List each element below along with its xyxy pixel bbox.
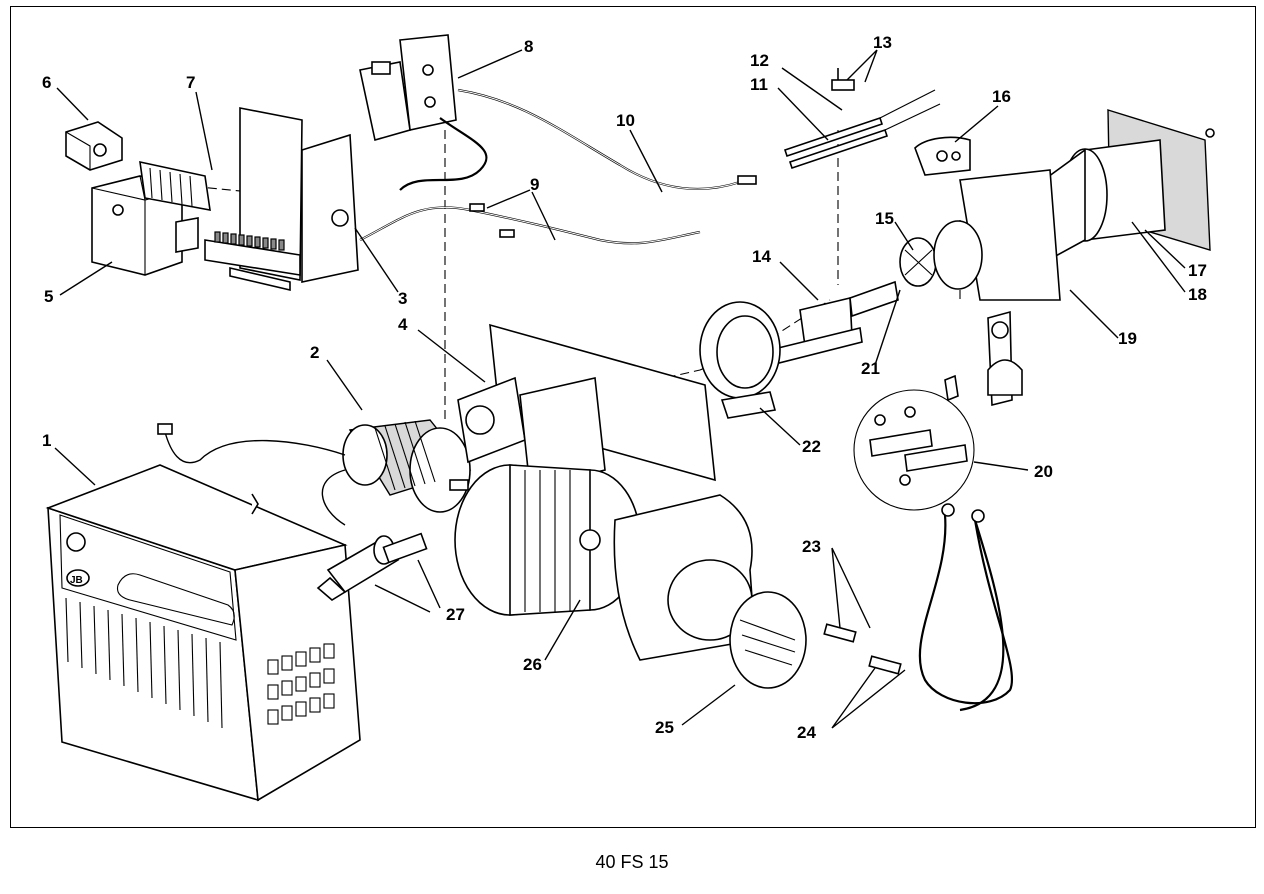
mounting-flange [699,301,781,419]
label-part-16: 16 [992,87,1011,106]
head-screw-set [914,136,971,176]
label-part-24: 24 [797,723,816,742]
part-labels: 1 2 3 4 5 6 7 8 9 10 11 12 13 14 15 16 1… [42,33,1207,742]
ignition-transformer [359,34,457,142]
ignition-leads [359,88,757,245]
diagram-frame [10,6,1256,828]
ignition-electrodes [783,89,941,170]
blast-tube [933,109,1215,301]
label-part-12: 12 [750,51,769,70]
capacitor [316,532,428,601]
model-caption: 40 FS 15 [595,852,669,872]
cover-logo: JB [70,575,83,586]
label-part-7: 7 [186,73,195,92]
fan-housing [457,323,716,489]
photocell [65,121,123,171]
blower-wheel [454,464,641,616]
label-part-5: 5 [44,287,53,306]
electrode-clamp [831,68,855,91]
label-part-20: 20 [1034,462,1053,481]
label-part-11: 11 [750,75,768,94]
control-base [139,160,211,211]
label-part-17: 17 [1188,261,1207,280]
label-part-4: 4 [398,315,408,334]
pump-fittings [987,310,1023,407]
nozzle-holder [768,280,899,365]
label-part-2: 2 [310,343,319,362]
detail-circle [853,374,975,511]
label-part-8: 8 [524,37,533,56]
label-part-22: 22 [802,437,821,456]
label-part-9: 9 [530,175,539,194]
label-part-18: 18 [1188,285,1207,304]
label-part-1: 1 [42,431,51,450]
motor [157,419,472,526]
label-part-13: 13 [873,33,892,52]
label-part-19: 19 [1118,329,1137,348]
burner-cover: JB [45,464,361,802]
leader-lines [54,49,1186,729]
control-board [204,107,359,292]
label-part-15: 15 [875,209,894,228]
label-part-23: 23 [802,537,821,556]
oil-hoses [823,503,1014,712]
air-inlet-housing [613,494,807,689]
label-part-21: 21 [861,359,880,378]
label-part-14: 14 [752,247,771,266]
label-part-26: 26 [523,655,542,674]
label-part-25: 25 [655,718,674,737]
label-part-6: 6 [42,73,51,92]
label-part-27: 27 [446,605,465,624]
combustion-head [899,237,937,287]
label-part-10: 10 [616,111,635,130]
label-part-3: 3 [398,289,407,308]
